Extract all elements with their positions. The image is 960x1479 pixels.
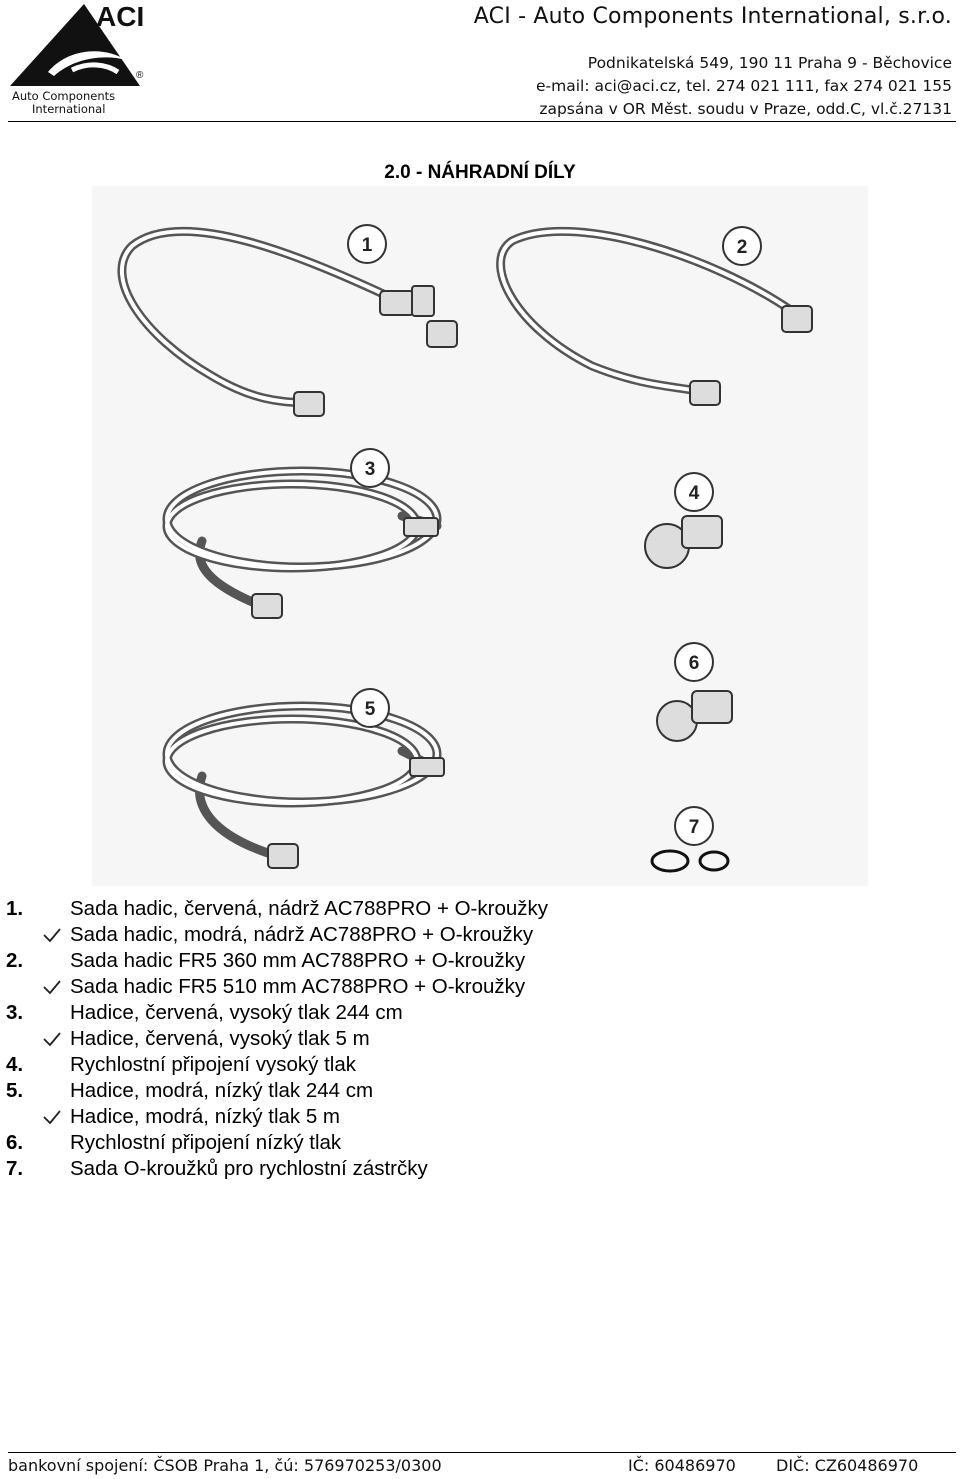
footer-bank-info: bankovní spojení: ČSOB Praha 1, čú: 5769… [8, 1456, 442, 1475]
page-title: 2.0 - NÁHRADNÍ DÍLY [384, 162, 576, 183]
item-number: 4. [6, 1053, 24, 1076]
callout-7: 7 [689, 817, 700, 838]
checkmark-icon [43, 1032, 61, 1047]
item-text: Sada hadic, modrá, nádrž AC788PRO + O-kr… [70, 923, 534, 946]
item-number: 2. [6, 949, 24, 972]
item-number: 6. [6, 1131, 24, 1154]
item-number: 1. [6, 897, 24, 920]
item-number: 7. [6, 1157, 24, 1180]
item-text: Sada O-kroužků pro rychlostní zástrčky [70, 1157, 428, 1180]
item-text: Sada hadic, červená, nádrž AC788PRO + O-… [70, 897, 549, 920]
callout-2: 2 [737, 237, 748, 258]
callout-3: 3 [365, 459, 376, 480]
company-logo: ACI ® Auto Components International [8, 1, 148, 120]
item-text: Rychlostní připojení nízký tlak [70, 1131, 342, 1154]
callout-1: 1 [362, 235, 373, 256]
logo-brand: ACI [96, 2, 144, 32]
callout-5: 5 [365, 699, 376, 720]
callout-4: 4 [689, 483, 700, 504]
company-name: ACI - Auto Components International, s.r… [473, 4, 952, 29]
logo-tagline-2: International [32, 102, 105, 116]
item-text: Rychlostní připojení vysoký tlak [70, 1053, 356, 1076]
header-divider [8, 121, 956, 122]
item-text: Sada hadic FR5 360 mm AC788PRO + O-krouž… [70, 949, 526, 972]
footer: bankovní spojení: ČSOB Praha 1, čú: 5769… [8, 1456, 952, 1478]
item-text: Hadice, modrá, nízký tlak 244 cm [70, 1079, 374, 1102]
item-text: Sada hadic FR5 510 mm AC788PRO + O-krouž… [70, 975, 526, 998]
footer-divider [8, 1452, 956, 1453]
company-contact: e-mail: aci@aci.cz, tel. 274 021 111, fa… [536, 77, 952, 95]
logo-registered: ® [136, 70, 144, 81]
footer-ic: IČ: 60486970 [628, 1456, 736, 1475]
footer-dic: DIČ: CZ60486970 [776, 1456, 919, 1475]
checkmark-icon [43, 1110, 61, 1125]
checkmark-icon [43, 928, 61, 943]
callout-6: 6 [689, 653, 700, 674]
spare-parts-illustration: 1 2 3 4 5 6 7 [92, 186, 868, 886]
item-number: 5. [6, 1079, 24, 1102]
company-register: zapsána v OR Měst. soudu v Praze, odd.C,… [539, 100, 952, 118]
company-address: Podnikatelská 549, 190 11 Praha 9 - Běch… [587, 54, 952, 72]
item-text: Hadice, červená, vysoký tlak 244 cm [70, 1001, 403, 1024]
item-text: Hadice, červená, vysoký tlak 5 m [70, 1027, 370, 1050]
item-number: 3. [6, 1001, 24, 1024]
logo-tagline-1: Auto Components [12, 89, 115, 103]
item-text: Hadice, modrá, nízký tlak 5 m [70, 1105, 341, 1128]
checkmark-icon [43, 980, 61, 995]
